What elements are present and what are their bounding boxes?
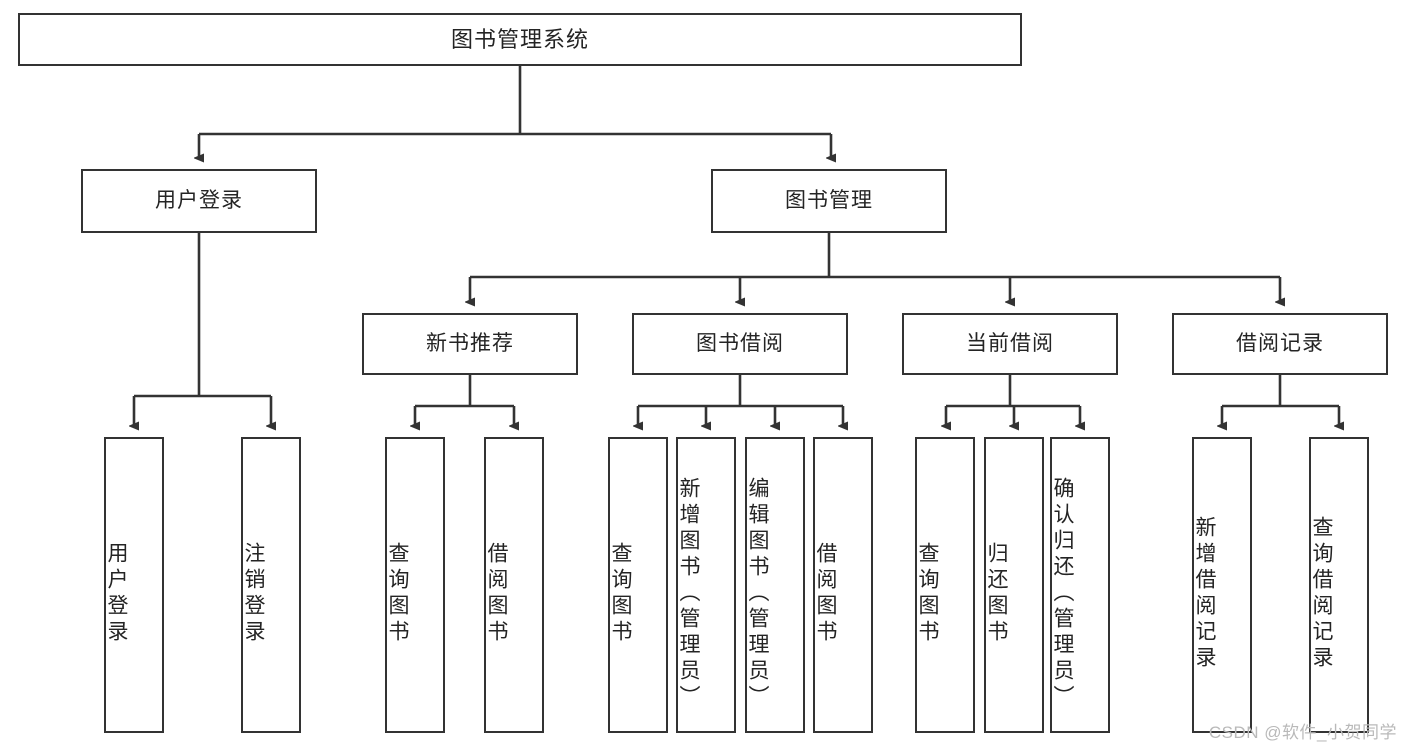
- node-label: 编辑图书（管理员）: [746, 477, 769, 711]
- node-label: 借阅图书: [485, 542, 508, 646]
- node-label: 图书管理: [785, 188, 873, 212]
- node-new-book-recommend[interactable]: 新书推荐: [362, 313, 578, 375]
- node-label: 借阅图书: [814, 542, 837, 646]
- node-label: 图书借阅: [696, 331, 784, 355]
- leaf-query-book-current[interactable]: 查询图书: [915, 437, 975, 733]
- node-label: 查询借阅记录: [1310, 516, 1333, 672]
- node-label: 确认归还（管理员）: [1051, 477, 1074, 711]
- leaf-borrow-book-recommend[interactable]: 借阅图书: [484, 437, 544, 733]
- node-current-borrow[interactable]: 当前借阅: [902, 313, 1118, 375]
- node-label: 查询图书: [386, 542, 409, 646]
- node-label: 用户登录: [155, 188, 243, 212]
- leaf-add-borrow-record[interactable]: 新增借阅记录: [1192, 437, 1252, 733]
- leaf-return-book[interactable]: 归还图书: [984, 437, 1044, 733]
- node-borrow-record[interactable]: 借阅记录: [1172, 313, 1388, 375]
- leaf-confirm-return-admin[interactable]: 确认归还（管理员）: [1050, 437, 1110, 733]
- node-label: 归还图书: [985, 542, 1008, 646]
- csdn-watermark: CSDN @软件_小贺同学: [1208, 723, 1397, 742]
- node-book-borrow[interactable]: 图书借阅: [632, 313, 848, 375]
- node-label: 当前借阅: [966, 331, 1054, 355]
- node-label: 新增图书（管理员）: [677, 477, 700, 711]
- leaf-borrow-book[interactable]: 借阅图书: [813, 437, 873, 733]
- node-label: 用户登录: [105, 542, 128, 646]
- node-label: 查询图书: [609, 542, 632, 646]
- node-book-manage[interactable]: 图书管理: [711, 169, 947, 233]
- node-label: 查询图书: [916, 542, 939, 646]
- leaf-add-book-admin[interactable]: 新增图书（管理员）: [676, 437, 736, 733]
- leaf-query-book-recommend[interactable]: 查询图书: [385, 437, 445, 733]
- node-root-system[interactable]: 图书管理系统: [18, 13, 1022, 66]
- node-label: 图书管理系统: [450, 26, 589, 52]
- node-label: 新书推荐: [426, 331, 514, 355]
- node-label: 新增借阅记录: [1193, 516, 1216, 672]
- leaf-logout[interactable]: 注销登录: [241, 437, 301, 733]
- node-label: 注销登录: [242, 542, 265, 646]
- leaf-user-login[interactable]: 用户登录: [104, 437, 164, 733]
- node-user-login[interactable]: 用户登录: [81, 169, 317, 233]
- leaf-query-borrow-record[interactable]: 查询借阅记录: [1309, 437, 1369, 733]
- leaf-query-book-borrow[interactable]: 查询图书: [608, 437, 668, 733]
- leaf-edit-book-admin[interactable]: 编辑图书（管理员）: [745, 437, 805, 733]
- node-label: 借阅记录: [1236, 331, 1324, 355]
